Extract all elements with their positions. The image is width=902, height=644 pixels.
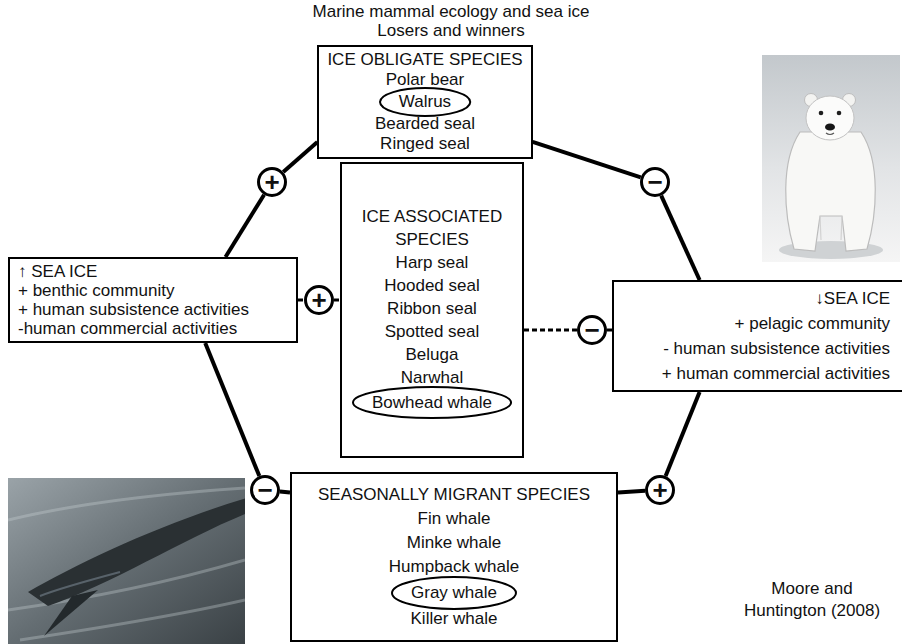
whale-body (28, 497, 245, 606)
highlight-ellipse: Walrus (379, 87, 471, 117)
subtitle: Losers and winners (377, 21, 524, 40)
sign-symbol: − (584, 315, 599, 345)
connector (661, 196, 699, 280)
effect-line: + pelagic community (735, 311, 890, 336)
polar-bear-photo (762, 55, 900, 262)
highlight-ellipse: Bowhead whale (352, 386, 512, 419)
effect-box: ↓SEA ICE+ pelagic community- human subsi… (612, 280, 902, 392)
species-box: ICE ASSOCIATED SPECIESHarp sealHooded se… (340, 162, 524, 458)
effect-line: + human subsistence activities (18, 300, 249, 319)
photo-background (762, 55, 900, 262)
box-heading: ICE OBLIGATE SPECIES (327, 50, 522, 70)
box-heading: ICE ASSOCIATED SPECIES (350, 205, 514, 251)
sign-symbol: + (264, 167, 279, 197)
ellipse-shape (392, 577, 516, 609)
species-name: Humpback whale (389, 555, 519, 579)
species-name: Fin whale (418, 507, 491, 531)
sign-circle: − (640, 167, 670, 197)
species-name: Ribbon seal (387, 297, 477, 320)
sign-circle: + (645, 475, 675, 505)
ellipse-shape (353, 387, 511, 418)
ellipse-shape (380, 88, 470, 116)
species-name: Minke whale (407, 531, 502, 555)
connector (533, 142, 641, 177)
species-name: Gray whale (411, 581, 497, 605)
sign-circle: − (250, 475, 280, 505)
highlight-ellipse: Gray whale (391, 576, 517, 610)
box-heading: SEASONALLY MIGRANT SPECIES (318, 483, 590, 507)
species-name: Bowhead whale (372, 391, 492, 414)
species-name: Polar bear (386, 70, 464, 90)
box-heading: ↑ SEA ICE (18, 262, 97, 281)
whale-highlight (40, 572, 120, 596)
bear-body (786, 132, 876, 251)
sign-circle: − (577, 315, 607, 345)
species-name: Hooded seal (384, 274, 479, 297)
species-name: Walrus (399, 92, 451, 112)
sign-circle: + (304, 285, 334, 315)
sign-symbol: − (257, 475, 272, 505)
box-heading: ↓SEA ICE (815, 286, 890, 311)
species-name: Beluga (406, 343, 459, 366)
dashed-connector (524, 329, 577, 332)
connector (666, 392, 700, 476)
species-box: SEASONALLY MIGRANT SPECIESFin whaleMinke… (290, 472, 618, 642)
whale-flipper (44, 590, 98, 636)
bear-mouth (826, 133, 834, 135)
sign-symbol: + (311, 285, 326, 315)
connector (280, 489, 290, 494)
dashed-connector (298, 299, 304, 302)
bear-legs (820, 216, 842, 240)
effect-box: ↑ SEA ICE+ benthic community+ human subs… (8, 257, 298, 343)
citation: Moore and Huntington (2008) (737, 578, 887, 622)
effect-line: + human commercial activities (662, 361, 890, 386)
connector (618, 491, 645, 493)
effect-line: + benthic community (18, 281, 174, 300)
connector (226, 195, 265, 257)
sign-circle: + (257, 167, 287, 197)
species-name: Ringed seal (380, 134, 470, 154)
species-name: Bearded seal (375, 114, 475, 134)
diagram-title: Marine mammal ecology and sea ice (313, 2, 590, 21)
connector (205, 343, 259, 476)
effect-line: - human subsistence activities (663, 336, 890, 361)
bear-head (806, 96, 854, 140)
sign-symbol: + (652, 475, 667, 505)
effect-line: -human commercial activities (18, 319, 237, 338)
connector (283, 142, 317, 172)
species-name: Killer whale (411, 607, 498, 631)
species-name: Narwhal (401, 366, 463, 389)
bear-nose (825, 123, 835, 130)
species-name: Spotted seal (385, 320, 480, 343)
species-name: Harp seal (396, 251, 469, 274)
fin-whale-photo (8, 478, 245, 644)
bear-eye (819, 111, 824, 116)
sign-symbol: − (647, 167, 662, 197)
bear-eye (837, 111, 842, 116)
species-box: ICE OBLIGATE SPECIESPolar bearBearded se… (317, 45, 532, 159)
